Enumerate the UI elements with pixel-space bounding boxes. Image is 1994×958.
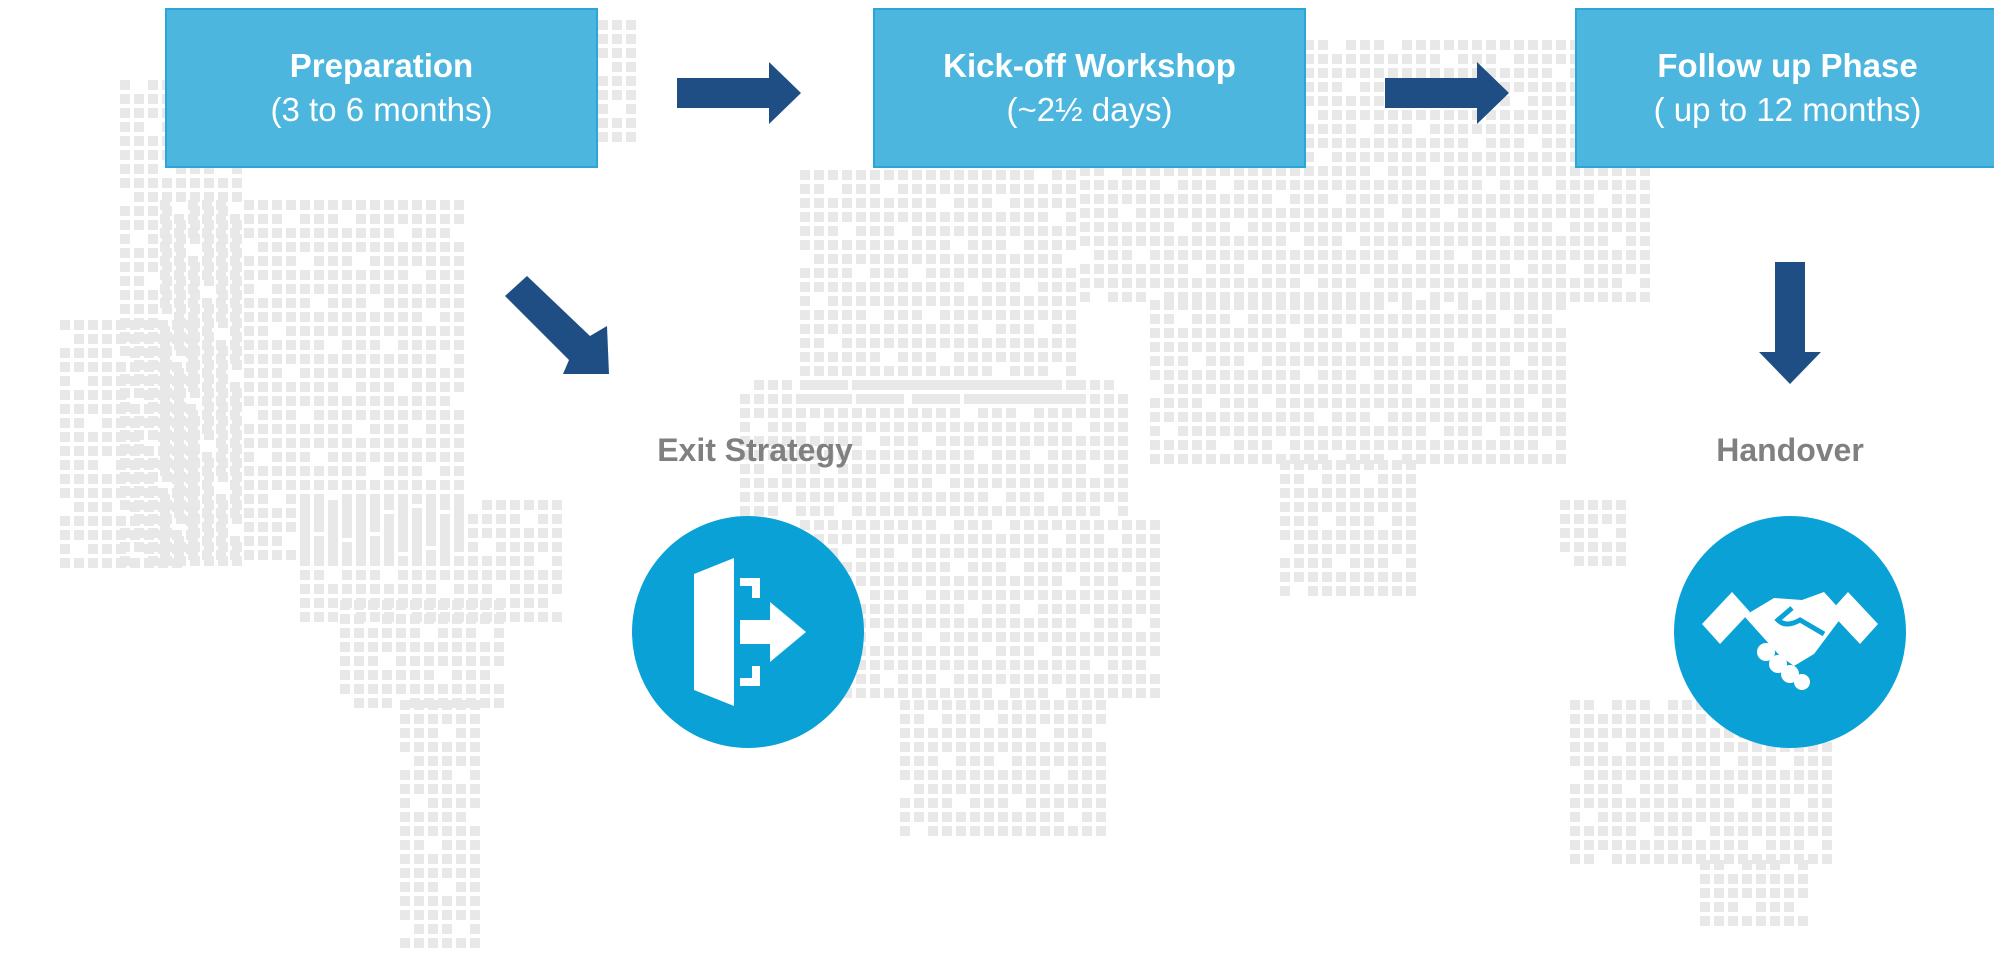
outcome-label-handover: Handover xyxy=(1716,432,1864,468)
exit-icon xyxy=(694,558,806,706)
step-kickoff-workshop: Kick-off Workshop (~2½ days) xyxy=(873,8,1306,168)
step-title: Preparation xyxy=(289,47,474,84)
arrow-right-icon xyxy=(677,62,801,124)
handshake-icon xyxy=(1702,592,1878,690)
step-follow-up-phase: Follow up Phase ( up to 12 months) xyxy=(1575,8,1994,168)
step-preparation: Preparation (3 to 6 months) xyxy=(165,8,598,168)
handover-circle xyxy=(1674,516,1906,748)
step-duration: ( up to 12 months) xyxy=(1653,91,1922,128)
step-title: Follow up Phase xyxy=(1657,47,1918,84)
outcome-label-exit-strategy: Exit Strategy xyxy=(657,432,853,468)
exit-strategy-circle xyxy=(632,516,864,748)
arrow-right-icon xyxy=(1385,62,1509,124)
step-title: Kick-off Workshop xyxy=(943,47,1236,84)
arrow-down-right-icon xyxy=(505,276,609,374)
step-duration: (~2½ days) xyxy=(1006,91,1173,128)
step-duration: (3 to 6 months) xyxy=(270,91,493,128)
arrow-down-icon xyxy=(1759,262,1821,384)
